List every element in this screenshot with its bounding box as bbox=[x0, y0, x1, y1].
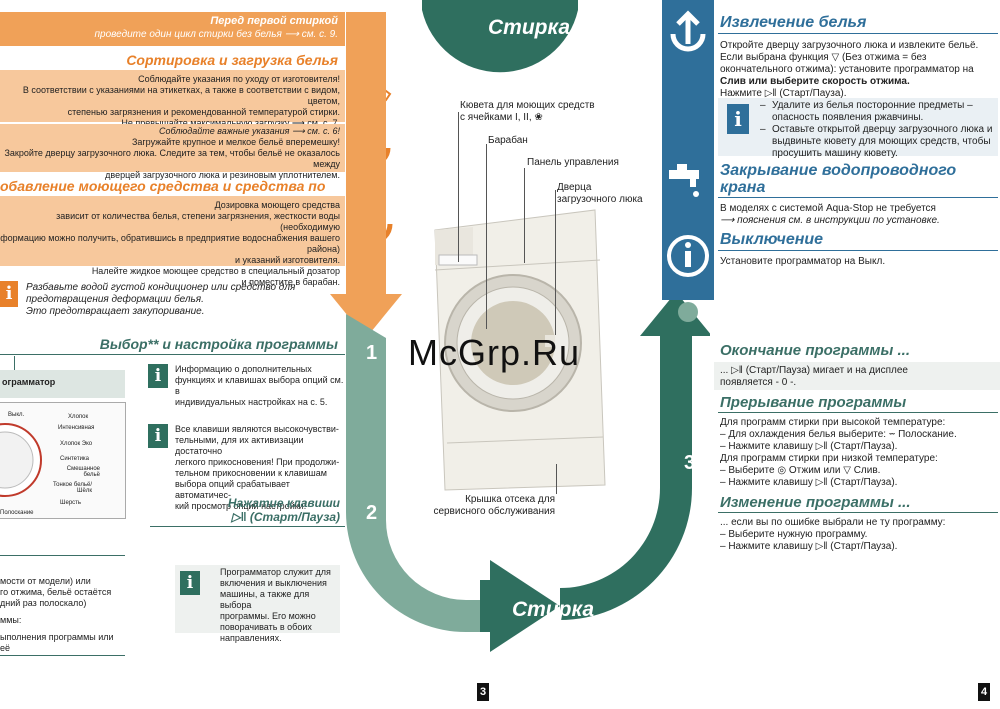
callout-line bbox=[486, 144, 487, 329]
callout-line bbox=[556, 464, 557, 494]
rule bbox=[0, 655, 125, 656]
callout-panel: Панель управления bbox=[527, 157, 619, 168]
sort-title: Сортировка и загрузка белья bbox=[126, 52, 338, 68]
detergent-band bbox=[0, 196, 345, 266]
program-title-rule bbox=[0, 354, 345, 355]
info-icon: i bbox=[148, 364, 168, 388]
programmer-dial-icon bbox=[0, 423, 42, 497]
interrupt-title: Прерывание программы bbox=[720, 394, 907, 411]
washing-machine-illustration bbox=[434, 209, 606, 491]
unload-text: Откройте дверцу загрузочного люка и извл… bbox=[720, 40, 979, 99]
wash-bottom-label: Стирка bbox=[512, 598, 595, 621]
unload-list: Удалите из белья посторонние предметы – … bbox=[760, 100, 996, 160]
dial-label-synthetic: Синтетика bbox=[60, 456, 90, 462]
sort-band-2 bbox=[0, 124, 345, 172]
dial-label-intensive: Интенсивная bbox=[58, 425, 95, 431]
end-text: ... ▷‖ (Старт/Пауза) мигает и на дисплее… bbox=[720, 365, 908, 388]
dial-label-rinse: Полоскание bbox=[0, 510, 34, 516]
interrupt-text: Для программ стирки при высокой температ… bbox=[720, 417, 957, 488]
change-text: ... если вы по ошибке выбрали не ту прог… bbox=[720, 517, 946, 552]
callout-line bbox=[555, 190, 556, 335]
step-3: 3 bbox=[684, 452, 696, 474]
info-icon: i bbox=[727, 104, 749, 134]
info-text-2: Все клавиши являются высокочувстви-тельн… bbox=[175, 424, 340, 511]
programmer-label: ограмматор bbox=[2, 377, 56, 387]
off-title: Выключение bbox=[720, 231, 824, 248]
programmer-info-box bbox=[175, 565, 340, 633]
programmer-header bbox=[0, 370, 125, 398]
dial-label-off: Выкл. bbox=[8, 412, 25, 418]
sort-band bbox=[0, 70, 345, 122]
off-text: Установите программатор на Выкл. bbox=[720, 256, 886, 267]
dial-label-delicate: Тонкое бельё/ Шёлк bbox=[52, 482, 92, 494]
step-1: 1 bbox=[366, 342, 378, 364]
softener-info-icon: i bbox=[0, 281, 18, 307]
rule bbox=[0, 555, 125, 556]
first-wash-sub: проведите один цикл стирки без белья ⟶ с… bbox=[94, 29, 339, 40]
flow-top-dot bbox=[678, 302, 698, 322]
change-title: Изменение программы ... bbox=[720, 494, 911, 511]
wash-top-label: Стирка bbox=[488, 16, 571, 39]
dial-label-eco: Хлопок Эко bbox=[60, 441, 93, 447]
callout-line bbox=[458, 112, 459, 262]
step-2: 2 bbox=[366, 502, 378, 524]
press-title: Нажатие клавиши▷‖ (Старт/Пауза) bbox=[227, 496, 340, 524]
tap-text: В моделях с системой Aqua-Stop не требуе… bbox=[720, 203, 940, 226]
off-title-rule bbox=[718, 250, 998, 251]
flow-graphic bbox=[330, 0, 710, 652]
watermark: McGrp.Ru bbox=[408, 332, 581, 373]
first-wash-band bbox=[0, 12, 345, 46]
dial-label-cotton: Хлопок bbox=[68, 414, 89, 420]
dial-label-mixed: Смешанное бельё bbox=[66, 466, 100, 478]
programmer-arrow bbox=[14, 356, 15, 370]
program-title: Выбор** и настройка программы bbox=[99, 336, 338, 352]
first-wash-title: Перед первой стиркой bbox=[210, 15, 338, 27]
unload-arrow-icon bbox=[670, 10, 706, 52]
end-title: Окончание программы ... bbox=[720, 342, 910, 359]
softener-note: Разбавьте водой густой кондиционер или с… bbox=[26, 282, 296, 317]
change-title-rule bbox=[718, 512, 998, 513]
sort-text-2: Соблюдайте важные указания ⟶ см. с. 6!За… bbox=[4, 126, 340, 180]
info-icon: i bbox=[180, 571, 200, 595]
end-band bbox=[714, 362, 1000, 390]
power-info-icon bbox=[667, 235, 709, 277]
tap-title-rule bbox=[718, 197, 998, 198]
unload-title-rule bbox=[718, 33, 998, 34]
page-number-3: 3 bbox=[477, 683, 489, 701]
callout-drum: Барабан bbox=[488, 135, 528, 146]
tap-icon bbox=[669, 164, 699, 197]
unload-title: Извлечение белья bbox=[720, 14, 867, 31]
callout-line bbox=[524, 168, 525, 263]
page-number-4: 4 bbox=[978, 683, 990, 701]
dial-label-wool: Шерсть bbox=[60, 500, 82, 506]
info-icon: i bbox=[148, 424, 168, 448]
press-title-rule bbox=[150, 526, 345, 527]
sort-text: Соблюдайте указания по уходу от изготови… bbox=[22, 74, 340, 128]
interrupt-title-rule bbox=[718, 412, 998, 413]
